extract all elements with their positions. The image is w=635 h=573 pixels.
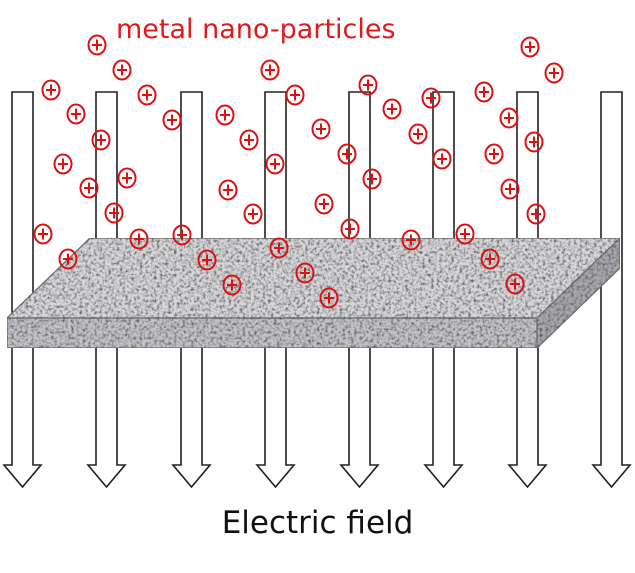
- slab-side-face: [536, 236, 621, 350]
- plus-circle-icon: [524, 131, 544, 153]
- diagram-title: metal nano-particles: [116, 14, 396, 45]
- plus-circle-icon: [520, 36, 540, 58]
- plus-circle-icon: [53, 153, 73, 175]
- slab-top-face: [5, 237, 622, 319]
- plus-circle-icon: [474, 81, 494, 103]
- plus-circle-icon: [285, 84, 305, 106]
- plus-circle-icon: [408, 123, 428, 145]
- plus-circle-icon: [526, 203, 546, 225]
- plus-circle-icon: [484, 143, 504, 165]
- plus-circle-icon: [401, 229, 421, 251]
- plus-circle-icon: [91, 129, 111, 151]
- plus-circle-icon: [499, 107, 519, 129]
- plus-circle-icon: [104, 202, 124, 224]
- plus-circle-icon: [480, 248, 500, 270]
- plus-circle-icon: [33, 223, 53, 245]
- plus-circle-icon: [162, 109, 182, 131]
- plus-circle-icon: [87, 34, 107, 56]
- field-arrow-8: [591, 91, 632, 489]
- plus-circle-icon: [243, 203, 263, 225]
- plus-circle-icon: [544, 62, 564, 84]
- plus-circle-icon: [295, 262, 315, 284]
- field-arrow-1: [2, 91, 43, 489]
- plus-circle-icon: [117, 167, 137, 189]
- substrate-slab: [5, 236, 622, 350]
- plus-circle-icon: [362, 168, 382, 190]
- plus-circle-icon: [41, 79, 61, 101]
- plus-circle-icon: [222, 274, 242, 296]
- plus-circle-icon: [172, 224, 192, 246]
- slab-front-face: [6, 317, 538, 349]
- plus-circle-icon: [319, 287, 339, 309]
- plus-circle-icon: [265, 153, 285, 175]
- field-caption: Electric field: [221, 505, 414, 541]
- plus-circle-icon: [66, 103, 86, 125]
- plus-circle-icon: [129, 228, 149, 250]
- plus-circle-icon: [382, 98, 402, 120]
- plus-circle-icon: [455, 223, 475, 245]
- plus-circle-icon: [79, 177, 99, 199]
- nano-particles: [33, 34, 564, 309]
- plus-circle-icon: [239, 129, 259, 151]
- plus-circle-icon: [314, 193, 334, 215]
- plus-circle-icon: [269, 237, 289, 259]
- plus-circle-icon: [340, 218, 360, 240]
- plus-circle-icon: [112, 59, 132, 81]
- plus-circle-icon: [311, 118, 331, 140]
- plus-circle-icon: [421, 87, 441, 109]
- plus-circle-icon: [500, 178, 520, 200]
- plus-circle-icon: [137, 84, 157, 106]
- plus-circle-icon: [260, 59, 280, 81]
- plus-circle-icon: [197, 249, 217, 271]
- plus-circle-icon: [215, 104, 235, 126]
- plus-circle-icon: [218, 179, 238, 201]
- plus-circle-icon: [358, 74, 378, 96]
- plus-circle-icon: [337, 143, 357, 165]
- plus-circle-icon: [505, 273, 525, 295]
- plus-circle-icon: [58, 248, 78, 270]
- plus-circle-icon: [432, 148, 452, 170]
